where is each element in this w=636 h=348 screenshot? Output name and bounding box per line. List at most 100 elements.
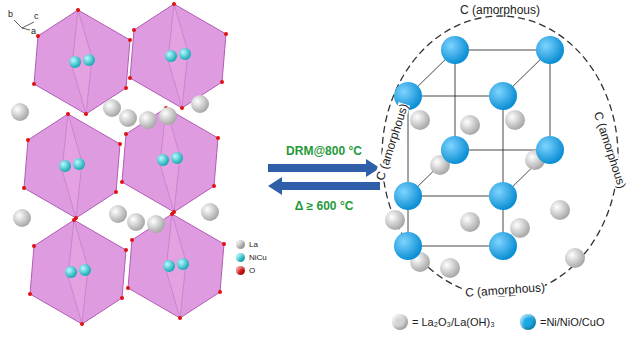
oxygen-atom xyxy=(76,8,80,12)
legend-text: =Ni/NiO/CuO xyxy=(540,317,605,328)
legend-text: O xyxy=(249,267,255,275)
octahedron xyxy=(122,108,218,212)
la-oxide-particle xyxy=(460,115,480,135)
la-oxide-particle xyxy=(385,210,405,230)
la-atom xyxy=(109,205,127,223)
metal-particle xyxy=(536,136,564,164)
la-atom xyxy=(119,109,137,127)
oxygen-atom xyxy=(222,242,226,246)
oxygen-atom xyxy=(126,286,130,290)
oxygen-atom xyxy=(32,82,36,86)
la-atom xyxy=(201,203,219,221)
nicu-atom xyxy=(179,48,191,60)
lattice-edge xyxy=(408,246,503,247)
octahedron xyxy=(24,114,120,218)
oxygen-atom xyxy=(128,38,132,42)
oxygen-atom xyxy=(132,28,136,32)
legend-swatch xyxy=(236,266,245,275)
oxygen-atom xyxy=(72,218,76,222)
oxygen-atom xyxy=(212,184,216,188)
oxygen-atom xyxy=(120,180,124,184)
la-oxide-particle xyxy=(440,258,460,278)
nicu-atom xyxy=(65,266,77,278)
oxygen-atom xyxy=(130,238,134,242)
metal-particle xyxy=(441,36,469,64)
la-atom xyxy=(13,209,31,227)
la-atom xyxy=(191,95,209,113)
octahedron xyxy=(30,220,126,324)
oxygen-atom xyxy=(180,106,184,110)
la-atom xyxy=(139,111,157,129)
nicu-atom xyxy=(59,160,71,172)
lattice-edge xyxy=(408,96,503,97)
la-oxide-particle xyxy=(510,218,530,238)
la-atom xyxy=(103,99,121,117)
oxygen-atom xyxy=(114,190,118,194)
nicu-atom xyxy=(171,152,183,164)
metal-particle xyxy=(536,36,564,64)
condition-label: Δ ≥ 600 °C xyxy=(295,200,354,212)
la-atom xyxy=(159,107,177,125)
oxygen-atom xyxy=(124,86,128,90)
legend-text: = La₂O₃/La(OH)₃ xyxy=(412,317,495,328)
nicu-atom xyxy=(177,258,189,270)
la-oxide-particle xyxy=(505,110,525,130)
metal-particle xyxy=(489,232,517,260)
lattice-edge xyxy=(503,96,504,246)
legend-text: La xyxy=(249,241,258,249)
nicu-atom xyxy=(79,264,91,276)
oxygen-atom xyxy=(22,186,26,190)
octahedron xyxy=(34,10,130,114)
metal-cluster xyxy=(385,36,585,278)
perovskite-structure xyxy=(11,2,228,326)
legend-swatch xyxy=(520,314,536,330)
lattice-edge xyxy=(408,96,409,246)
nicu-atom xyxy=(165,50,177,62)
metal-particle xyxy=(441,136,469,164)
legend-swatch xyxy=(236,253,245,262)
nicu-atom xyxy=(83,54,95,66)
oxygen-atom xyxy=(128,76,132,80)
oxygen-atom xyxy=(26,138,30,142)
oxygen-atom xyxy=(170,212,174,216)
lattice-edge xyxy=(455,50,550,51)
la-oxide-particle xyxy=(460,212,480,232)
nicu-atom xyxy=(163,260,175,272)
oxygen-atom xyxy=(32,244,36,248)
shell-label: C (amorphous) xyxy=(465,281,546,299)
lattice-edge xyxy=(550,50,551,150)
metal-particle xyxy=(489,82,517,110)
oxygen-atom xyxy=(220,80,224,84)
lattice-edge xyxy=(455,50,456,150)
la-atom xyxy=(127,213,145,231)
legend-swatch xyxy=(236,240,245,249)
condition-label: DRM@800 °C xyxy=(286,145,362,157)
octahedron xyxy=(130,4,226,108)
shell-label: C (amorphous) xyxy=(460,4,540,16)
metal-particle xyxy=(394,182,422,210)
oxygen-atom xyxy=(66,112,70,116)
oxygen-atom xyxy=(178,316,182,320)
octahedron xyxy=(128,214,224,318)
oxygen-atom xyxy=(120,296,124,300)
axis-label: b xyxy=(8,10,13,19)
oxygen-atom xyxy=(124,132,128,136)
oxygen-atom xyxy=(124,248,128,252)
oxygen-atom xyxy=(80,322,84,326)
oxygen-atom xyxy=(118,142,122,146)
oxygen-atom xyxy=(224,32,228,36)
axis-label: a xyxy=(31,27,36,36)
la-atom xyxy=(11,103,29,121)
legend-swatch xyxy=(392,314,408,330)
legend-text: NiCu xyxy=(249,254,267,262)
metal-particle xyxy=(394,232,422,260)
carbon-shell xyxy=(382,16,618,296)
nicu-atom xyxy=(69,56,81,68)
shell-label: C (amorphous) xyxy=(592,110,628,190)
oxygen-atom xyxy=(172,2,176,6)
la-oxide-particle xyxy=(410,110,430,130)
shell-label: C (amorphous) xyxy=(374,102,410,182)
nicu-atom xyxy=(73,158,85,170)
oxygen-atom xyxy=(36,34,40,38)
